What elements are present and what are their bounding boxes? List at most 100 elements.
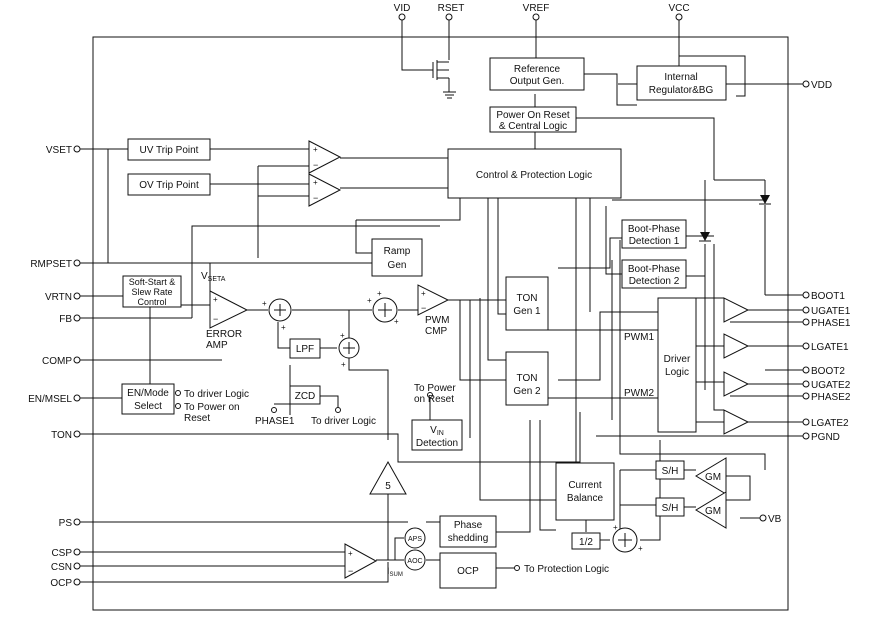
right-pins: VDD BOOT1 UGATE1 PHASE1 LGATE1 BOOT2 UGA… [759,80,851,525]
uv-trip-point: UV Trip Point [127,138,211,161]
summer-3: + + + [367,289,399,326]
sh2-label: S/H [662,503,679,514]
half-block: 1/2 [571,532,601,550]
current-balance-label-2: Balance [567,493,604,504]
minus-sign: − [313,160,318,170]
isum-amp: + − [344,543,378,579]
power-on-reset-label-1: Power On Reset [496,110,570,121]
en-mode-label-2: Select [134,401,162,412]
vin-detection-label-1: VIN [430,425,444,437]
to-power-on-reset-label-2: Reset [184,413,210,424]
plus-sign: + [367,296,372,305]
protection-terminal [514,565,520,571]
phase1-terminal [271,407,277,413]
plus-sign: + [394,317,399,326]
aoc-label: AOC [407,558,422,565]
pwm-cmp-label-1: PWM [425,315,449,326]
phase1-annotation: PHASE1 [255,416,295,427]
gain-label: 5 [385,481,391,492]
pin-vrtn: VRTN [45,292,72,303]
pin-vid: VID [394,3,411,14]
top-pins: VID RSET VREF VCC [394,3,690,21]
output-terminal [175,403,181,409]
pin-ocp: OCP [50,578,72,589]
sh1-label: S/H [662,466,679,477]
error-amp-label-2: AMP [206,340,228,351]
pwm-comparator: + − PWM CMP [417,284,449,337]
bp1-label-1: Boot-Phase [628,224,681,235]
gain-5-buffer: 5 [369,460,407,495]
plus-sign: + [313,145,318,154]
pin-fb: FB [59,314,72,325]
soft-start-label-1: Soft-Start & [129,277,176,287]
minus-sign: − [421,303,426,313]
left-pins: VSET RMPSET VRTN FB COMP EN/MSEL TON PS … [28,145,81,589]
gm-amp-1: GM [695,457,727,495]
chip-boundary [92,36,789,611]
pin-vref: VREF [523,3,550,14]
aps-node: APS [404,527,426,549]
phase-shedding-label-2: shedding [448,533,489,544]
en-mode-label-1: EN/Mode [127,388,169,399]
plus-sign: + [281,323,286,332]
plus-sign: + [613,523,618,532]
vin-detection: VIN Detection [411,419,463,451]
wiring [80,18,803,583]
plus-sign: + [262,299,267,308]
rset-mosfet [432,60,449,80]
por-terminal [427,392,433,398]
uv-comparator: + − [308,140,342,174]
ton-gen-2: TON Gen 2 [505,351,549,406]
boot-diodes [699,195,771,242]
bp2-label-1: Boot-Phase [628,264,681,275]
ov-trip-point-label: OV Trip Point [139,180,199,191]
boot-phase-detection-2: Boot-Phase Detection 2 [621,259,687,289]
ton-gen-1: TON Gen 1 [505,276,549,331]
pin-rmpset: RMPSET [30,259,72,270]
to-driver-logic-label: To driver Logic [184,389,249,400]
sample-hold-2: S/H [655,497,685,517]
phase-shedding: Phase shedding [439,515,497,548]
pin-vb: VB [768,514,782,525]
pin-vcc: VCC [668,3,689,14]
ton-gen-2-label-1: TON [517,373,538,384]
zcd: ZCD [289,385,321,405]
aps-label: APS [408,536,422,543]
to-power-on-reset-top-1: To Power [414,383,456,394]
pin-rset: RSET [438,3,465,14]
pin-comp: COMP [42,356,72,367]
ton-gen-1-label-2: Gen 1 [513,306,541,317]
internal-regulator-label-1: Internal [664,72,697,83]
ton-gen-1-label-1: TON [517,293,538,304]
plus-sign: + [421,289,426,298]
reference-output-gen: Reference Output Gen. [489,57,585,91]
error-amp: + − ERROR AMP [206,290,249,351]
pin-lgate2: LGATE2 [811,418,849,429]
pin-vdd: VDD [811,80,832,91]
ton-gen-2-label-2: Gen 2 [513,386,541,397]
pin-phase2: PHASE2 [811,392,851,403]
ramp-gen: Ramp Gen [371,238,423,277]
summer-4: + + [612,523,643,553]
pin-ps: PS [59,518,73,529]
reference-output-gen-label-2: Output Gen. [510,76,564,87]
to-power-on-reset-top-2: on Reset [414,394,454,405]
gm2-label: GM [705,506,721,517]
boot-phase-detection-1: Boot-Phase Detection 1 [621,219,687,249]
soft-start-label-3: Control [137,297,166,307]
error-amp-label-1: ERROR [206,329,242,340]
driver-logic: Driver Logic [657,297,697,433]
phase-shedding-label-1: Phase [454,520,483,531]
summer-1: + + [262,298,292,332]
plus-sign: + [377,289,382,298]
bp2-label-2: Detection 2 [629,276,680,287]
zcd-label: ZCD [295,391,316,402]
gate-drivers [723,297,750,435]
power-on-reset: Power On Reset & Central Logic [489,106,577,133]
soft-start-control: Soft-Start & Slew Rate Control [122,275,182,308]
to-driver-logic-annotation: To driver Logic [311,416,376,427]
half-label: 1/2 [579,537,593,548]
lpf-label: LPF [296,344,314,355]
pwm1-label: PWM1 [624,332,654,343]
aoc-node: AOC [404,549,426,571]
